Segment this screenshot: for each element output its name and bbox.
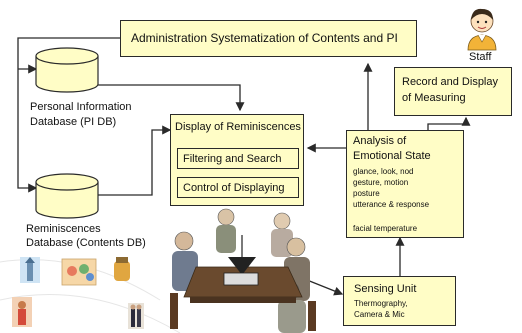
filter-label: Filtering and Search — [183, 153, 282, 165]
analysis-item: glance, look, nod — [353, 167, 414, 176]
analysis-to-record-arrow — [427, 116, 471, 130]
analysis-item: posture — [353, 189, 380, 198]
filter-box: Filtering and Search — [177, 148, 299, 169]
analysis-title-line1: Analysis of — [353, 135, 407, 147]
pi-db-cylinder — [35, 47, 99, 93]
contents-db-label-line2: Database (Contents DB) — [26, 237, 146, 249]
sensing-sub2: Camera & Mic — [354, 310, 405, 319]
contents-db-label-line1: Reminiscences — [26, 223, 101, 235]
sensing-sub1: Thermography, — [354, 299, 408, 308]
display-title: Display of Reminiscences — [175, 121, 301, 133]
control-label: Control of Displaying — [183, 182, 285, 194]
sensing-title: Sensing Unit — [354, 283, 417, 295]
record-box: Record and Display of Measuring — [394, 67, 512, 116]
staff-label: Staff — [469, 51, 492, 63]
record-line2: of Measuring — [402, 92, 466, 104]
sensing-box: Sensing Unit Thermography, Camera & Mic — [343, 276, 456, 326]
staff-icon — [467, 8, 497, 51]
analysis-item: utterance & response — [353, 200, 430, 209]
display-box: Display of Reminiscences Filtering and S… — [170, 114, 304, 206]
pi-db-label-line1: Personal Information — [30, 101, 132, 113]
record-line1: Record and Display — [402, 76, 498, 88]
admin-box: Administration Systematization of Conten… — [120, 20, 417, 57]
analysis-item: facial temperature — [353, 224, 418, 233]
analysis-box: Analysis of Emotional State glance, look… — [346, 130, 464, 238]
content-thumbnails — [12, 257, 144, 329]
contents-db-to-display-arrow — [98, 125, 172, 196]
admin-label: Administration Systematization of Conten… — [131, 31, 398, 45]
analysis-title-line2: Emotional State — [353, 150, 431, 162]
pi-db-label-line2: Database (PI DB) — [30, 116, 117, 128]
contents-db-cylinder — [35, 173, 99, 219]
analysis-item: gesture, motion — [353, 178, 409, 187]
control-box: Control of Displaying — [177, 177, 299, 198]
reminiscence-scene-illustration — [170, 208, 316, 333]
